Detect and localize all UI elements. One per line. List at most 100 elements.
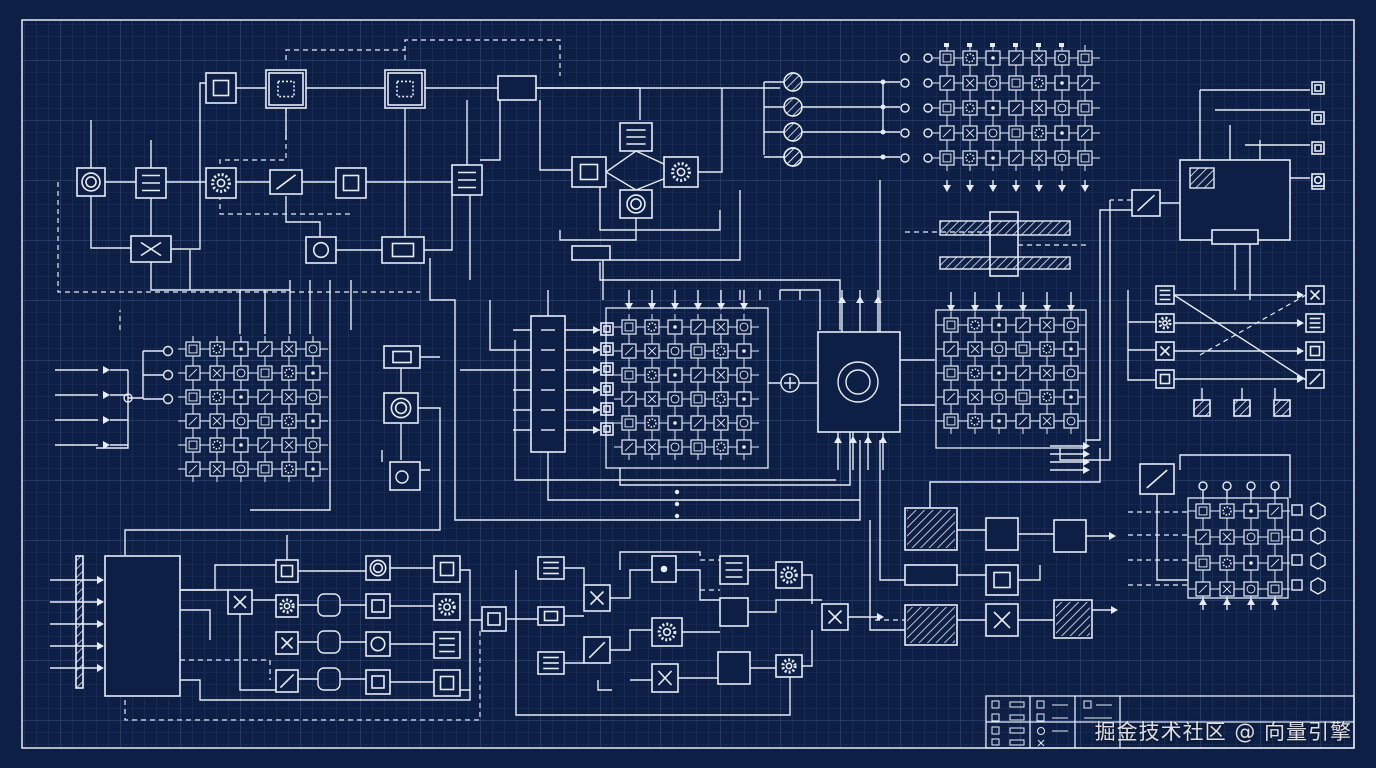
matrix-cell (1243, 529, 1259, 545)
matrix-cell (281, 461, 297, 477)
matrix-cell (943, 341, 959, 357)
buffer-block (433, 669, 461, 697)
matrix-cell (1031, 50, 1047, 66)
io-cell (600, 322, 614, 336)
matrix-cell (943, 389, 959, 405)
arrow-head (1247, 598, 1255, 605)
pin-mark (967, 43, 972, 47)
matrix-cell (1195, 581, 1211, 597)
filter-block-2 (305, 236, 337, 264)
arrow-head (1043, 305, 1051, 312)
matrix-cell (713, 343, 729, 359)
wire (381, 450, 430, 471)
matrix-cell (1195, 555, 1211, 571)
matrix-cell (1015, 413, 1031, 429)
terminal (1198, 481, 1208, 491)
matrix-cell (991, 341, 1007, 357)
matrix-cell (736, 343, 752, 359)
matrix-cell (985, 150, 1001, 166)
arrow-head (97, 576, 104, 584)
matrix-cell (1243, 555, 1259, 571)
matrix-cell (967, 389, 983, 405)
matrix-cell (644, 367, 660, 383)
hatched-register-2 (904, 604, 958, 646)
terminal-block (1311, 111, 1325, 125)
matrix-cell (967, 365, 983, 381)
matrix-cell (713, 391, 729, 407)
op-block (365, 593, 391, 619)
arrow-head (947, 305, 955, 312)
junction (880, 154, 886, 160)
matrix-cell (644, 391, 660, 407)
matrix-cell (991, 317, 1007, 333)
arrow-head (593, 346, 600, 354)
matrix-cell (713, 439, 729, 455)
terminal (1270, 481, 1280, 491)
matrix-cell (943, 413, 959, 429)
switch-block-2 (583, 636, 611, 664)
adc-block (335, 167, 367, 199)
matrix-cell (621, 367, 637, 383)
matrix-cell (1039, 317, 1055, 333)
matrix-cell (185, 461, 201, 477)
tree-block (717, 651, 751, 685)
matrix-cell (209, 341, 225, 357)
matrix-cell (621, 319, 637, 335)
matrix-cell (644, 439, 660, 455)
pin-mark (944, 43, 949, 47)
switch-block (1305, 369, 1325, 389)
wire (466, 87, 641, 280)
terminal (900, 128, 910, 138)
buffer-block (433, 555, 461, 583)
hatched-node (783, 72, 803, 92)
terminal (900, 103, 910, 113)
matrix-cell (185, 389, 201, 405)
terminal (162, 369, 174, 381)
matrix-cell (1077, 50, 1093, 66)
ground-rail-frame (75, 555, 84, 689)
matrix-cell (667, 439, 683, 455)
arrow-head (97, 620, 104, 628)
wire (285, 108, 453, 251)
matrix-cell (305, 413, 321, 429)
matrix-cell (967, 413, 983, 429)
wire (150, 258, 456, 330)
mixer-block (130, 235, 172, 263)
matrix-cell (621, 415, 637, 431)
wire (1160, 89, 1310, 300)
wire (454, 300, 861, 521)
matrix-cell (281, 437, 297, 453)
matrix-cell (713, 415, 729, 431)
wire (676, 569, 822, 679)
matrix-cell (967, 341, 983, 357)
arrow-head (1019, 305, 1027, 312)
matrix-cell (736, 367, 752, 383)
matrix-frame (935, 309, 1087, 449)
mem-block-3 (537, 651, 565, 675)
dashed-wires (57, 39, 1307, 721)
arrow-head (879, 436, 887, 443)
terminal (923, 153, 933, 163)
frame-border (21, 19, 1355, 749)
terminal (923, 53, 933, 63)
output-pin (1291, 554, 1303, 566)
dashed-wire (1199, 294, 1307, 356)
matrix-cell (1015, 341, 1031, 357)
arrow-head (1297, 319, 1304, 327)
pin-mark (1036, 43, 1041, 47)
matrix-cell (305, 365, 321, 381)
matrix-cell (621, 343, 637, 359)
matrix-cell (962, 75, 978, 91)
wire (539, 88, 723, 241)
junction (880, 129, 886, 135)
counter-block (904, 564, 958, 586)
hex-terminal (1310, 577, 1326, 595)
matrix-cell (667, 343, 683, 359)
switch-block (1155, 285, 1175, 305)
matrix-cell (690, 415, 706, 431)
ground-pad-frame (1273, 399, 1291, 417)
driver-block (1131, 189, 1161, 217)
ground-pad-frame (1233, 399, 1251, 417)
